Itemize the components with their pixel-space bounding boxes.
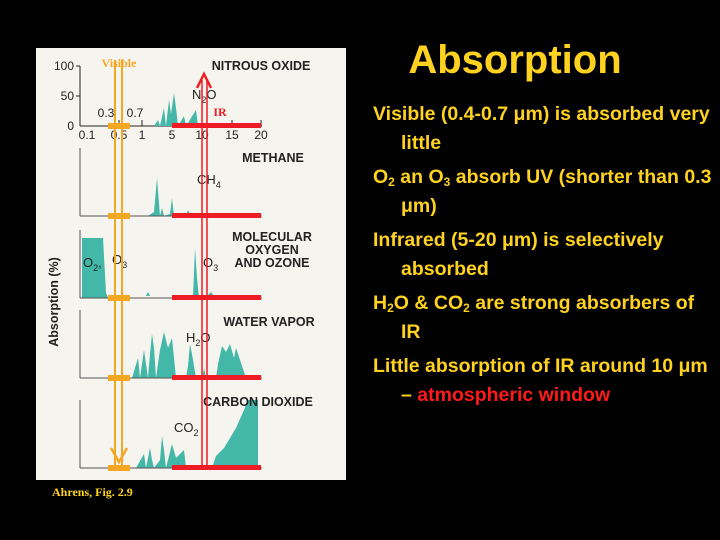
h2o-spectrum: [132, 332, 246, 378]
bullet-infrared: Infrared (5-20 μm) is selectively absorb…: [373, 229, 664, 280]
xtick-0.5: 0.5: [111, 128, 128, 142]
label-ch4: CH4: [197, 172, 221, 190]
visible-arrow-down-icon: [109, 447, 129, 465]
xtick-15: 15: [225, 128, 239, 142]
ch4-spectrum: [148, 178, 196, 216]
label-o3-ir: O3: [203, 255, 218, 273]
panel-title-carbon-dioxide: CARBON DIOXIDE: [203, 395, 313, 409]
bullet-uv: O2 an O3 absorb UV (shorter than 0.3 μm): [373, 166, 712, 217]
slide-title: Absorption: [408, 38, 622, 82]
label-o2: O2,: [83, 255, 102, 273]
spectra-fills: [82, 93, 258, 468]
ytick-50: 50: [61, 89, 75, 103]
ir-band-overlay: IR: [172, 71, 261, 470]
figure-credit: Ahrens, Fig. 2.9: [52, 485, 133, 499]
ytick-0: 0: [67, 119, 74, 133]
panel-baselines: [79, 148, 262, 469]
panel-title-water-vapor: WATER VAPOR: [223, 315, 314, 329]
panel-title-methane: METHANE: [242, 151, 304, 165]
label-co2: CO2: [174, 420, 199, 438]
panel-title-ozone: AND OZONE: [235, 256, 310, 270]
absorption-figure: Absorption (%) 100 50 0 0.1 0.5 1 5 10 1…: [36, 48, 346, 480]
o2-o3-spectrum: [82, 238, 214, 298]
ir-label: IR: [213, 105, 227, 119]
panel-title-nitrous-oxide: NITROUS OXIDE: [212, 59, 311, 73]
label-o3-uv: O3: [112, 252, 127, 270]
co2-spectrum: [136, 400, 258, 468]
xtick-5: 5: [169, 128, 176, 142]
xtick-20: 20: [254, 128, 268, 142]
xtick-0.1: 0.1: [79, 128, 96, 142]
panel-title-oxygen: OXYGEN: [245, 243, 299, 257]
xtick-annot-0.3: 0.3: [98, 106, 115, 120]
bullet-h2o-co2: H2O & CO2 are strong absorbers of IR: [373, 292, 695, 343]
label-h2o: H2O: [186, 330, 211, 348]
label-n2o: N2O: [192, 87, 217, 105]
n2o-spectrum: [154, 93, 206, 126]
atmospheric-window-text: atmospheric window: [417, 384, 611, 406]
ytick-100: 100: [54, 59, 74, 73]
ir-arrow-up-icon: [195, 71, 213, 89]
bullet-visible: Visible (0.4-0.7 μm) is absorbed very li…: [373, 103, 710, 154]
visible-label: Visible: [102, 56, 138, 70]
panel-title-molecular: MOLECULAR: [232, 230, 312, 244]
xtick-1: 1: [139, 128, 146, 142]
visible-band-overlay: Visible: [102, 56, 138, 471]
bullet-atmospheric-window: Little absorption of IR around 10 μm – a…: [373, 355, 708, 406]
bullet-list: Visible (0.4-0.7 μm) is absorbed very li…: [373, 100, 713, 415]
y-axis-label: Absorption (%): [47, 257, 61, 347]
absorption-spectra-svg: Absorption (%) 100 50 0 0.1 0.5 1 5 10 1…: [47, 56, 315, 471]
xtick-annot-0.7: 0.7: [127, 106, 144, 120]
